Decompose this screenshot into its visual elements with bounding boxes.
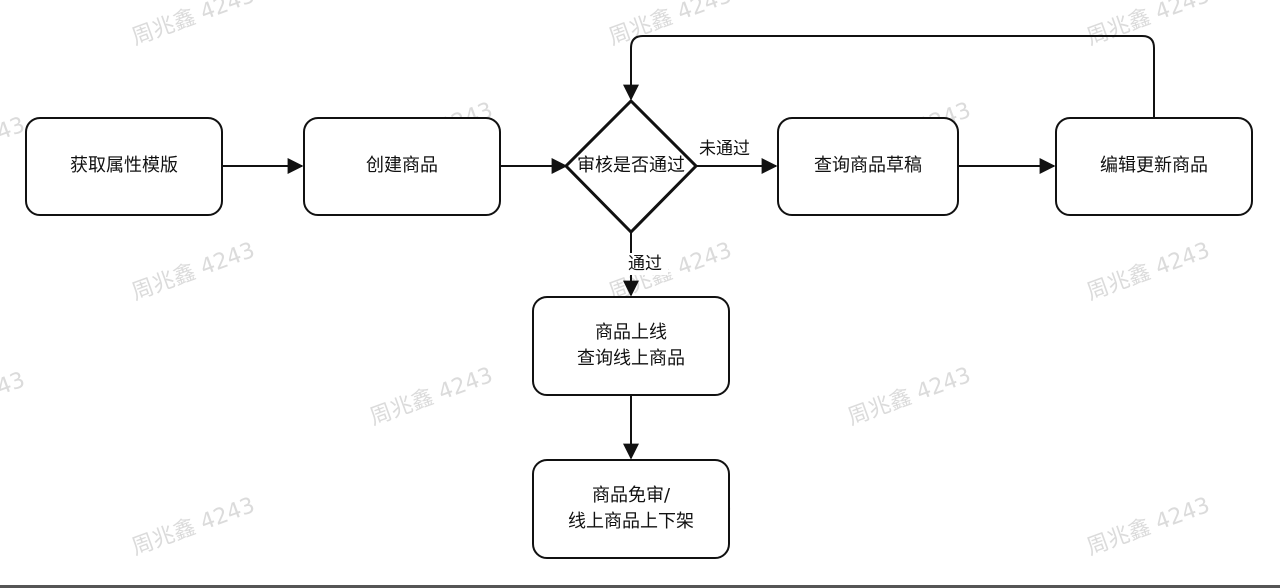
bottom-border: [0, 585, 1280, 588]
edge-label-layer: 未通过 通过: [626, 138, 760, 275]
node-edit-update[interactable]: 编辑更新商品: [1055, 117, 1253, 216]
node-label: 审核是否通过: [577, 155, 685, 176]
watermark: 周兆鑫 4243: [367, 363, 497, 431]
node-label-line1: 商品免审/: [592, 485, 671, 506]
node-create-product[interactable]: 创建商品: [303, 117, 501, 216]
watermark: 周兆鑫 4243: [129, 493, 259, 561]
edge-label-not-passed: 未通过: [699, 139, 750, 159]
node-review-decision[interactable]: 审核是否通过: [563, 98, 699, 235]
node-label: 编辑更新商品: [1100, 155, 1208, 176]
node-product-online[interactable]: 商品上线 查询线上商品: [532, 296, 730, 396]
watermark: 周兆鑫 4243: [129, 0, 259, 51]
node-label: 获取属性模版: [70, 155, 178, 176]
watermark: 43: [0, 113, 28, 146]
watermark: 周兆鑫 4243: [606, 238, 736, 306]
node-label: 创建商品: [366, 155, 438, 176]
node-get-template[interactable]: 获取属性模版: [25, 117, 223, 216]
watermark: 周兆鑫 4243: [845, 363, 975, 431]
node-label-line1: 商品上线: [595, 322, 667, 343]
edge-label-passed: 通过: [628, 254, 662, 274]
watermark: 周兆鑫 4243: [1084, 493, 1214, 561]
watermark: 周兆鑫 4243: [1084, 0, 1214, 51]
edge-label-background: [696, 138, 760, 160]
edge-label-background: [626, 253, 668, 275]
watermark: 43: [0, 368, 28, 401]
watermark: 周兆鑫 4243: [1084, 238, 1214, 306]
node-query-draft[interactable]: 查询商品草稿: [777, 117, 959, 216]
node-product-exempt[interactable]: 商品免审/ 线上商品上下架: [532, 459, 730, 559]
edge-edit-loop-back-to-review: [623, 35, 1155, 117]
watermark: 周兆鑫 4243: [129, 238, 259, 306]
node-label: 查询商品草稿: [814, 155, 922, 176]
node-label-line2: 查询线上商品: [577, 348, 685, 369]
node-label-line2: 线上商品上下架: [568, 511, 694, 532]
watermark: 周兆鑫 4243: [606, 0, 736, 51]
